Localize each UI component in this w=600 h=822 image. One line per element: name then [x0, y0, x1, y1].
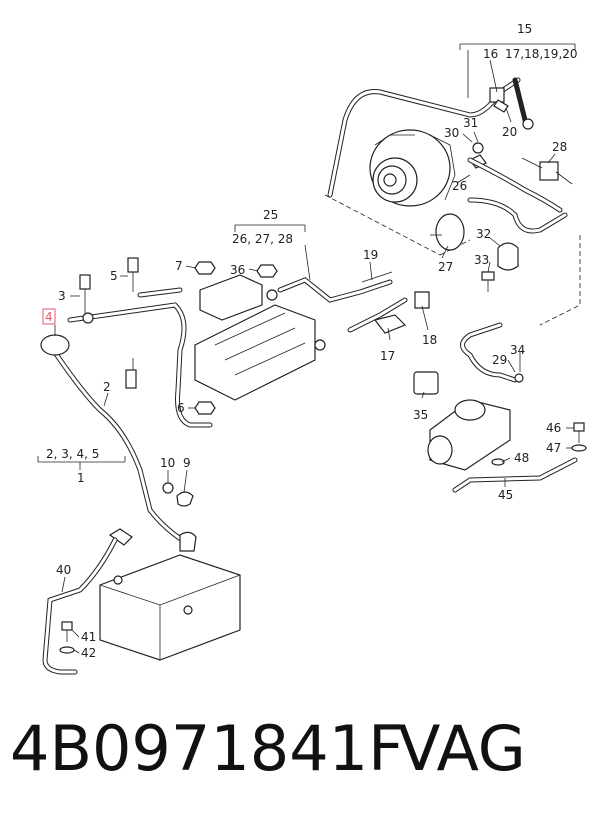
alternator — [369, 129, 456, 207]
callout-20: 20 — [502, 125, 517, 139]
fuse-holder-4 — [40, 334, 70, 356]
callout-1: 1 — [77, 471, 85, 485]
clamp-9 — [176, 491, 194, 507]
callout-30: 30 — [444, 126, 459, 140]
callout-27: 27 — [438, 260, 453, 274]
callout-26: 26 — [452, 179, 467, 193]
callout-6: 6 — [177, 401, 185, 415]
cable-15 — [327, 77, 534, 198]
bracket-5 — [125, 257, 139, 389]
callout-4: 4 — [45, 310, 53, 324]
nut-36 — [256, 264, 278, 278]
callout-41: 41 — [81, 630, 96, 644]
callout-31: 31 — [463, 116, 478, 130]
callout-48: 48 — [514, 451, 529, 465]
callout-40: 40 — [56, 563, 71, 577]
callout-26-28: 26, 27, 28 — [232, 232, 293, 246]
callout-19: 19 — [363, 248, 378, 262]
clamp-32 — [497, 242, 519, 271]
callout-15: 15 — [517, 22, 532, 36]
parts-17-19 — [361, 271, 430, 334]
callout-33: 33 — [474, 253, 489, 267]
part-28 — [521, 157, 573, 185]
callout-10: 10 — [160, 456, 175, 470]
cable-40 — [42, 537, 118, 675]
nut-6 — [194, 401, 216, 415]
callout-46: 46 — [546, 421, 561, 435]
callout-18: 18 — [422, 333, 437, 347]
callout-45: 45 — [498, 488, 513, 502]
grommet-27 — [430, 213, 465, 251]
fuse-box — [194, 274, 316, 401]
leader-lines — [37, 43, 576, 654]
callout-5: 5 — [110, 269, 118, 283]
callout-29: 29 — [492, 353, 507, 367]
cable-34 — [460, 322, 524, 383]
brand-name: VAG — [398, 712, 526, 785]
callout-28: 28 — [552, 140, 567, 154]
callout-2: 2 — [103, 380, 111, 394]
callout-34: 34 — [510, 343, 525, 357]
callout-16: 16 — [483, 47, 498, 61]
battery — [99, 554, 241, 661]
callout-47: 47 — [546, 441, 561, 455]
relay-35 — [413, 371, 439, 395]
clamp-10 — [162, 482, 174, 494]
battery-terminals — [108, 528, 197, 552]
callout-36: 36 — [230, 263, 245, 277]
callout-17: 17 — [380, 349, 395, 363]
starter-motor — [427, 399, 511, 471]
callout-17-20: 17,18,19,20 — [505, 47, 578, 61]
callout-42: 42 — [81, 646, 96, 660]
callout-4-highlight — [42, 308, 56, 325]
callout-7: 7 — [175, 259, 183, 273]
callout-32: 32 — [476, 227, 491, 241]
callout-9: 9 — [183, 456, 191, 470]
harness-26 — [467, 157, 568, 234]
bolt-46 — [571, 422, 587, 452]
harness-2 — [47, 287, 213, 548]
callout-3: 3 — [58, 289, 66, 303]
callout-labels: 15 16 17,18,19,20 20 31 30 28 26 25 26, … — [42, 22, 578, 660]
callout-35: 35 — [413, 408, 428, 422]
nut-7 — [194, 261, 216, 275]
washer-48 — [491, 458, 505, 466]
footer: 4B0971841F VAG — [0, 718, 600, 808]
cable-25 — [266, 277, 408, 351]
part-number: 4B0971841F — [10, 712, 404, 785]
bolt-33 — [481, 271, 495, 292]
callout-25: 25 — [263, 208, 278, 222]
bracket-3 — [79, 274, 94, 324]
bolt-41 — [59, 621, 75, 654]
callout-2-5: 2, 3, 4, 5 — [46, 447, 99, 461]
